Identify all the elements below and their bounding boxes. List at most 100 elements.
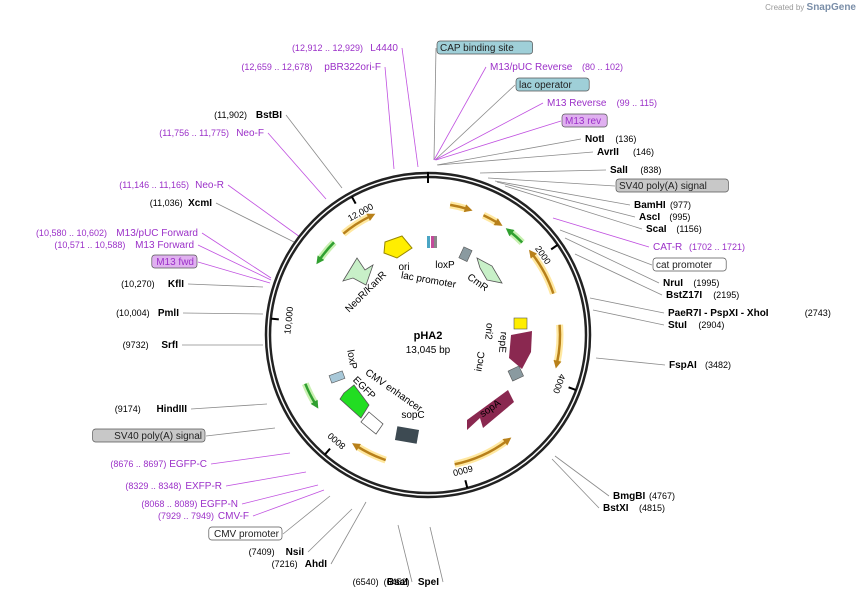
cmv-enhancer-box[interactable] [360, 411, 384, 435]
leader-pbr322ori-f [384, 66, 395, 170]
map-label-fspai[interactable]: FspAI(3482) [669, 360, 731, 371]
map-label-bstxi[interactable]: BstXI(4815) [603, 503, 665, 514]
label-name-bstz17i: BstZ17I [666, 290, 702, 301]
map-label-nrui[interactable]: NruI(1995) [663, 278, 719, 289]
map-label-hindiii[interactable]: HindIII(9174) [115, 404, 187, 415]
label-coord-m13-puc-forward: (10,580 .. 10,602) [36, 228, 107, 238]
label-name-xcmi: XcmI [188, 198, 212, 209]
map-label-ahdi[interactable]: AhdI(7216) [272, 559, 328, 570]
map-label-egfp-n[interactable]: EGFP-N(8068 .. 8089) [141, 499, 238, 510]
map-label-m13-forward[interactable]: M13 Forward (10,571 .. 10,588) [54, 240, 194, 251]
lac-promoter-marker[interactable] [431, 236, 434, 248]
map-label-neo-r[interactable]: Neo-R(11,146 .. 11,165) [119, 180, 224, 191]
repE-arrow[interactable] [509, 331, 532, 369]
map-label-stui[interactable]: StuI(2904) [668, 320, 724, 331]
label-name-sv40-poly-a-signal: SV40 poly(A) signal [114, 431, 202, 442]
label-name-paer7i-pspxi-xhoi: PaeR7I - PspXI - XhoI [668, 308, 769, 319]
label-coord-cat-r: (1702 .. 1721) [689, 242, 745, 252]
map-label-bamhi[interactable]: BamHI(977) [634, 200, 691, 211]
leader-neo-r [227, 184, 301, 238]
label-coord-stui: (2904) [698, 320, 724, 330]
map-label-m13-reverse[interactable]: M13 Reverse(99 .. 115) [547, 98, 657, 109]
map-label-xcmi[interactable]: XcmI(11,036) [150, 198, 212, 209]
map-label-m13-puc-reverse[interactable]: M13/pUC Reverse(80 .. 102) [490, 62, 623, 73]
map-label-bsai[interactable]: BsaI(6540) [353, 577, 409, 588]
leader-cat-r [552, 217, 650, 248]
label-coord-spei: (6452) [384, 577, 410, 587]
label-name-cmv-promoter: CMV promoter [214, 529, 280, 540]
map-label-m13-fwd[interactable]: M13 fwd [151, 254, 198, 269]
ori-arrow[interactable] [383, 235, 413, 259]
loxP2-box[interactable] [328, 370, 346, 384]
label-coord-m13-forward: (10,571 .. 10,588) [54, 240, 125, 250]
map-label-bstz17i[interactable]: BstZ17I(2195) [666, 290, 739, 301]
tick-mark-12000 [350, 196, 357, 205]
map-label-bstbi[interactable]: BstBI(11,902) [214, 110, 282, 121]
label-name-nsii: NsiI [286, 547, 305, 558]
tick-label-10000: 10,000 [282, 306, 295, 334]
label-name-bstxi: BstXI [603, 503, 629, 514]
sopA-arrow[interactable] [467, 390, 514, 430]
leader-m13-forward [197, 244, 272, 281]
map-label-cat-promoter[interactable]: cat promoter [652, 257, 727, 272]
feature-arrowhead-fragment3 [352, 443, 361, 451]
label-coord-avrii: (146) [633, 147, 654, 157]
feature-label-loxp: loxP [344, 349, 358, 370]
label-coord-bstbi: (11,902) [214, 110, 247, 120]
label-coord-nrui: (1995) [693, 278, 719, 288]
leader-avrii [437, 151, 594, 166]
map-label-nsii[interactable]: NsiI(7409) [249, 547, 305, 558]
map-label-lac-operator[interactable]: lac operator [515, 77, 590, 92]
leader-bamhi [494, 180, 631, 206]
leader-m13-rev [435, 120, 562, 161]
map-label-sv40-poly-a-signal[interactable]: SV40 poly(A) signal [92, 428, 206, 443]
sopC-box[interactable] [394, 426, 420, 444]
egfp-arrow[interactable] [339, 384, 370, 419]
map-label-neo-f[interactable]: Neo-F(11,756 .. 11,775) [159, 128, 264, 139]
map-label-cmv-f[interactable]: CMV-F(7929 .. 7949) [158, 511, 249, 522]
cat-promoter-box[interactable] [458, 246, 473, 262]
loxP-marker[interactable] [427, 236, 430, 248]
label-leader-lines [182, 47, 666, 583]
label-coord-exfp-r: (8329 .. 8348) [125, 481, 181, 491]
feature-label-ori2: ori2 [482, 322, 494, 340]
map-label-paer7i-pspxi-xhoi[interactable]: PaeR7I - PspXI - XhoI(2743) [668, 308, 831, 319]
map-label-sv40-poly-a-signal[interactable]: SV40 poly(A) signal [615, 178, 729, 193]
cmr-arrow[interactable] [476, 257, 503, 284]
neor-kanr-arrow[interactable] [342, 257, 374, 286]
label-coord-srfi: (9732) [123, 340, 149, 350]
label-box-lac-operator [515, 77, 590, 92]
map-label-spei[interactable]: SpeI(6452) [384, 577, 440, 588]
label-name-bamhi: BamHI [634, 200, 666, 211]
label-name-m13-puc-reverse: M13/pUC Reverse [490, 62, 573, 73]
map-label-noti[interactable]: NotI(136) [585, 134, 636, 145]
leader-bmgbi [554, 455, 610, 497]
map-label-sali[interactable]: SalI(838) [610, 165, 661, 176]
map-label-m13-rev[interactable]: M13 rev [561, 113, 608, 128]
map-label-l4440[interactable]: L4440(12,912 .. 12,929) [292, 43, 398, 54]
map-label-srfi[interactable]: SrfI(9732) [123, 340, 179, 351]
map-label-cat-r[interactable]: CAT-R(1702 .. 1721) [653, 242, 745, 253]
leader-sv40-poly-a-signal [487, 177, 616, 187]
label-name-m13-forward: M13 Forward [135, 240, 194, 251]
ori2-box[interactable] [513, 317, 528, 330]
cap-marker[interactable] [434, 236, 437, 248]
feature-arcs [302, 201, 564, 468]
map-label-pbr322ori-f[interactable]: pBR322ori-F(12,659 .. 12,678) [241, 62, 381, 73]
map-label-egfp-c[interactable]: EGFP-C(8676 .. 8697) [110, 459, 207, 470]
map-label-m13-puc-forward[interactable]: M13/pUC Forward(10,580 .. 10,602) [36, 228, 198, 239]
map-label-cap-binding-site[interactable]: CAP binding site [436, 40, 533, 55]
map-label-asci[interactable]: AscI(995) [639, 212, 690, 223]
map-label-avrii[interactable]: AvrII(146) [597, 147, 654, 158]
map-label-cmv-promoter[interactable]: CMV promoter [208, 526, 283, 541]
leader-cap-binding-site [433, 47, 437, 161]
label-name-pmli: PmlI [158, 308, 179, 319]
map-label-kfli[interactable]: KflI(10,270) [121, 279, 184, 290]
map-label-pmli[interactable]: PmlI(10,004) [116, 308, 179, 319]
map-label-exfp-r[interactable]: EXFP-R(8329 .. 8348) [125, 481, 222, 492]
incC-box[interactable] [507, 365, 524, 382]
leader-xcmi [215, 202, 297, 244]
map-label-scai[interactable]: ScaI(1156) [646, 224, 702, 235]
feature-arc-fragment2[interactable] [454, 440, 508, 466]
map-label-bmgbi[interactable]: BmgBI(4767) [613, 491, 675, 502]
